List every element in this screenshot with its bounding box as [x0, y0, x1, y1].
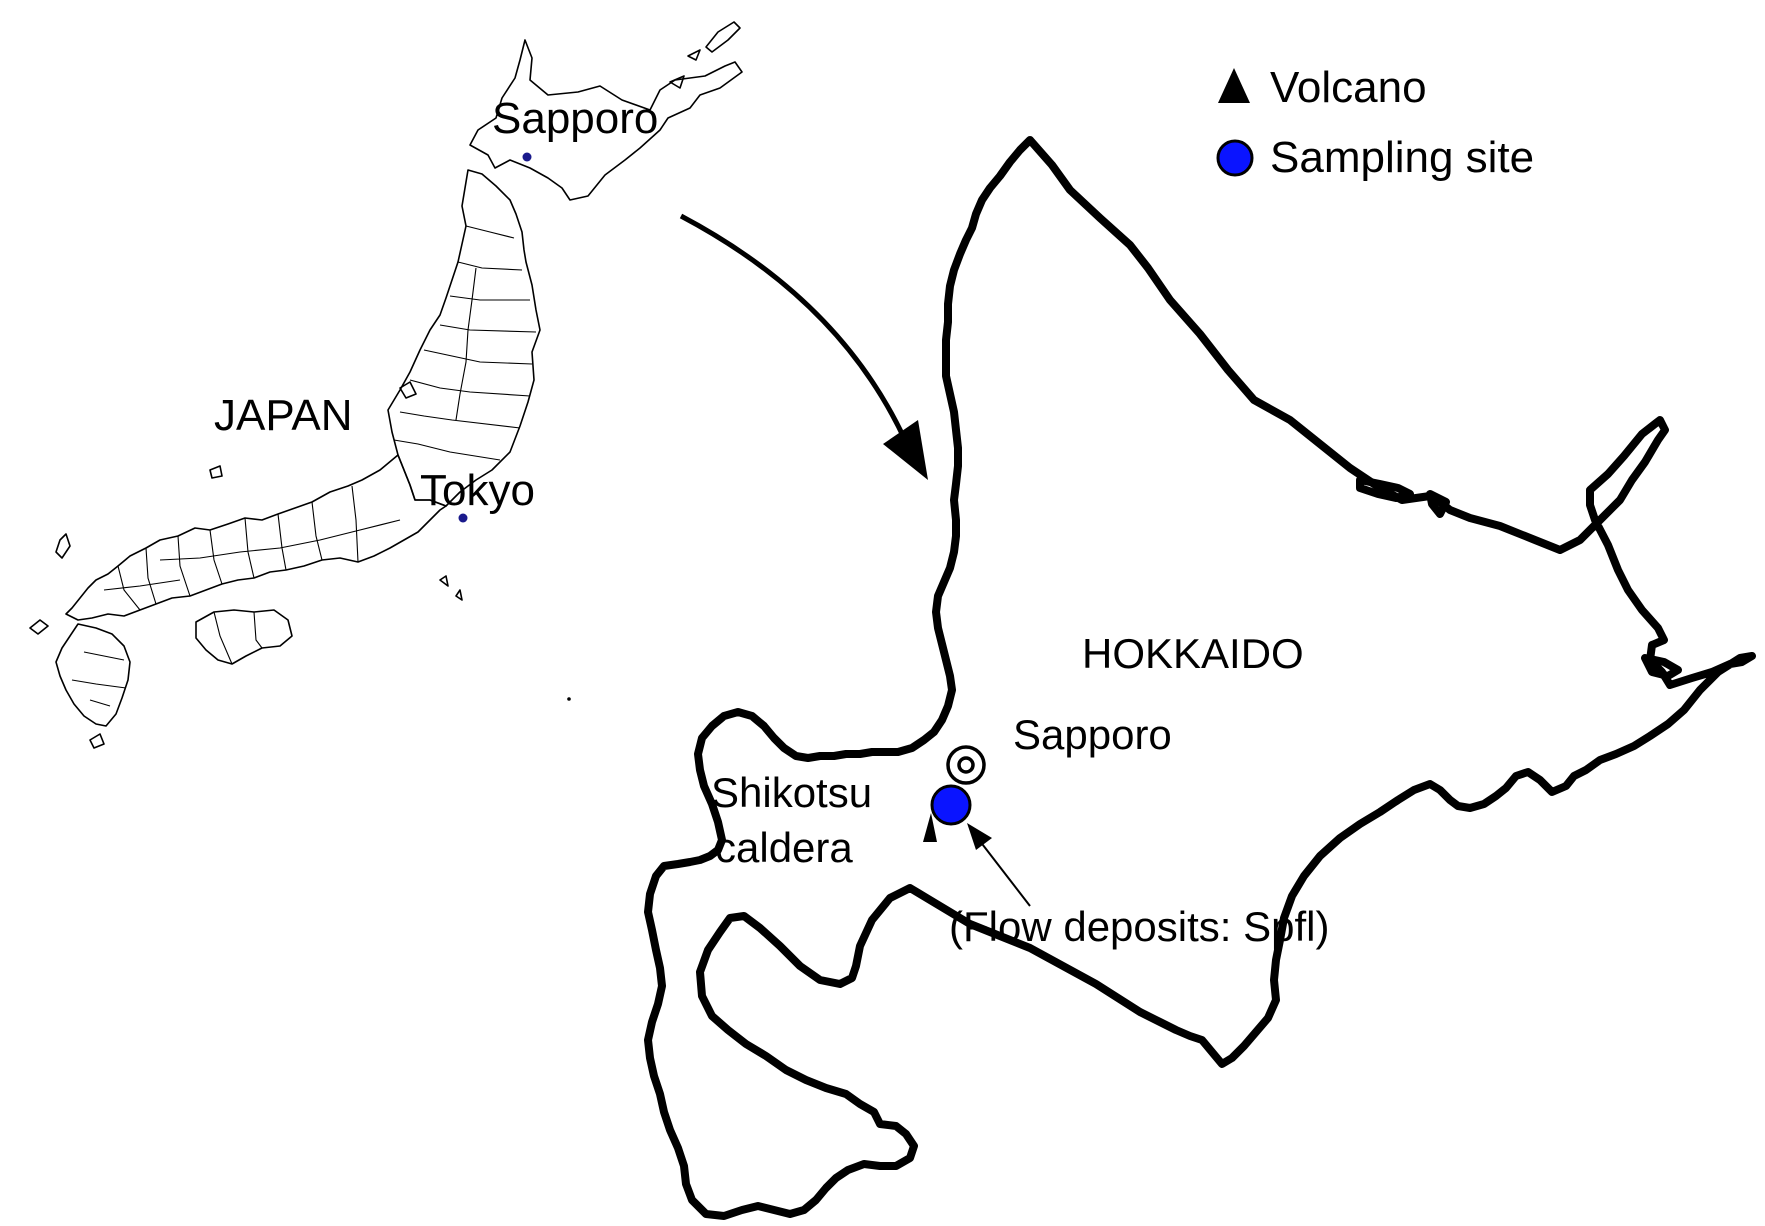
- shikotsu-volcano-triangle-icon: [923, 813, 937, 842]
- shikotsu-caldera-label-line1: Shikotsu: [711, 769, 872, 816]
- hokkaido-region-label: HOKKAIDO: [1082, 630, 1304, 677]
- sapporo-double-circle-icon: [946, 745, 986, 785]
- stray-dot: [567, 697, 571, 701]
- sampling-site-circle-icon[interactable]: [930, 784, 972, 826]
- legend-sampling-circle-icon: [1216, 139, 1254, 177]
- legend: Volcano Sampling site: [1216, 63, 1534, 182]
- japan-outline-map: [29, 21, 743, 749]
- deposit-pointer-head: [967, 823, 992, 850]
- hokkaido-north-lagoon: [1356, 476, 1450, 518]
- japan-hokkaido-east-islands: [669, 21, 741, 89]
- japan-kyushu-outline: [55, 623, 131, 727]
- japan-tohoku-outline: [387, 169, 541, 507]
- legend-volcano-triangle-icon: [1218, 68, 1250, 103]
- zoom-arrow-head: [883, 420, 928, 480]
- zoom-arrow: [679, 213, 908, 442]
- shikotsu-caldera-label-line2: caldera: [715, 824, 853, 871]
- japan-tokyo-dot: [458, 513, 468, 523]
- japan-sapporo-label: Sapporo: [492, 94, 658, 143]
- japan-hokkaido-outline: [469, 39, 743, 201]
- japan-small-islands: [29, 381, 463, 749]
- japan-shikoku-outline: [195, 609, 293, 665]
- japan-tokyo-label: Tokyo: [420, 466, 535, 515]
- legend-volcano-label: Volcano: [1270, 63, 1427, 112]
- deposit-pointer-line: [975, 835, 1031, 907]
- hokkaido-east-peninsula: [1641, 654, 1682, 680]
- hokkaido-sapporo-label: Sapporo: [1013, 711, 1172, 758]
- legend-sampling-label: Sampling site: [1270, 133, 1534, 182]
- japan-sapporo-dot: [522, 152, 532, 162]
- japan-prefecture-lines: [71, 225, 537, 707]
- japan-country-label: JAPAN: [214, 391, 353, 440]
- japan-honshu-outline: [65, 454, 447, 621]
- hokkaido-outline[interactable]: [644, 136, 1756, 1220]
- flow-deposits-label: (Flow deposits: Spfl): [949, 903, 1329, 950]
